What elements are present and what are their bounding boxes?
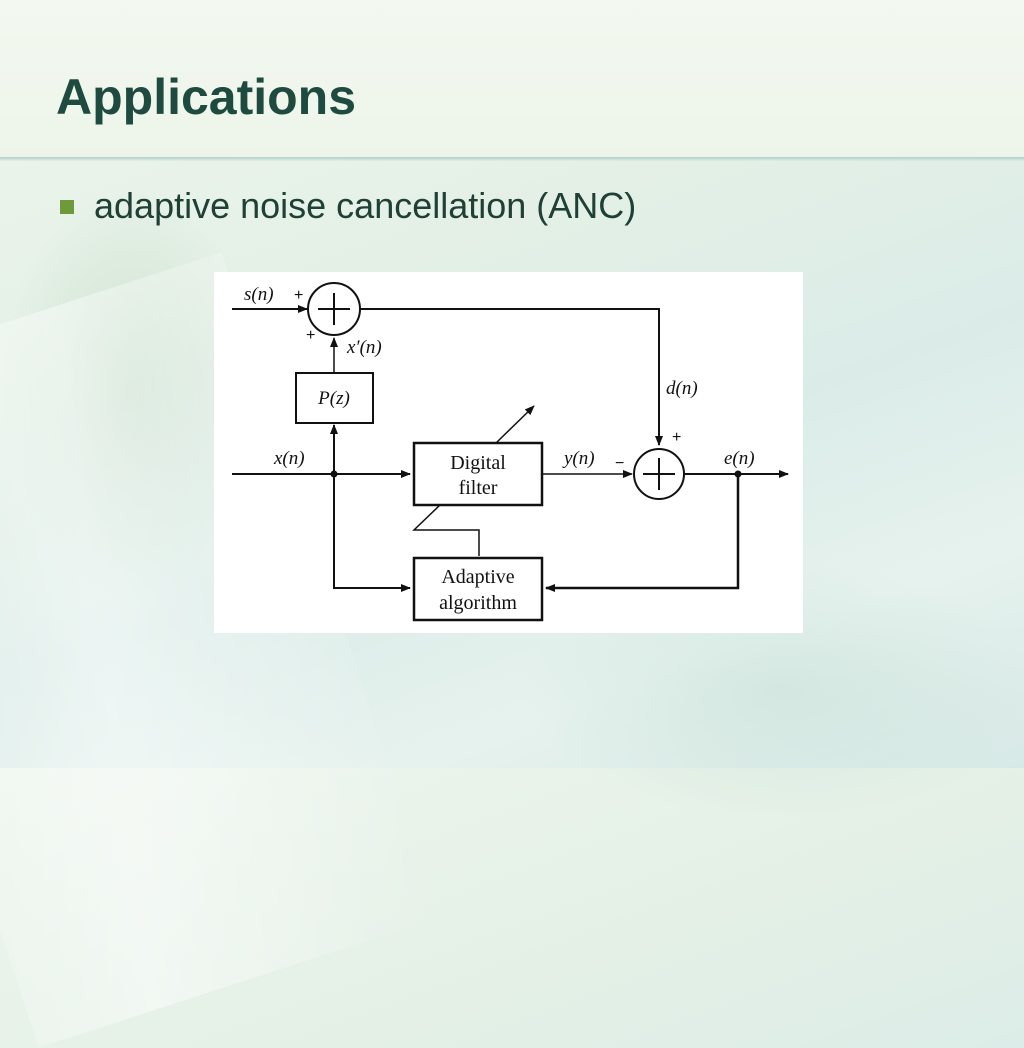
d-label: d(n) [666, 378, 698, 399]
y-label: y(n) [562, 448, 595, 469]
sum2-plus-top: + [672, 429, 681, 446]
x-label: x(n) [273, 448, 305, 469]
adaptive-algorithm-block [412, 556, 544, 622]
summer-2 [633, 448, 685, 500]
p-block-label: P(z) [317, 388, 350, 409]
digital-filter-label-1: Digital [450, 452, 506, 474]
sum1-plus-bottom: + [306, 327, 315, 344]
adaptive-control-line [412, 504, 480, 556]
d-signal-path [360, 308, 663, 446]
summer-1 [307, 282, 361, 336]
e-label: e(n) [724, 448, 755, 469]
anc-block-diagram: s(n) + + d(n) + P(z) x′(n) x(n) Digital … [214, 272, 803, 633]
adaptive-label-2: algorithm [439, 592, 517, 614]
adaptive-label-1: Adaptive [441, 566, 514, 588]
slide-title: Applications [56, 69, 357, 125]
bullet-square-icon [60, 200, 74, 214]
p-block [295, 372, 374, 424]
adaptation-arrow [495, 405, 535, 444]
x-prime-label: x′(n) [346, 337, 382, 358]
e-feedback-path [545, 474, 740, 592]
header-divider [0, 157, 1024, 161]
x-to-adaptive-path [333, 474, 411, 592]
header-band [0, 0, 1024, 158]
s-label: s(n) [244, 284, 274, 305]
anc-diagram-svg: s(n) + + d(n) + P(z) x′(n) x(n) Digital … [232, 282, 789, 622]
digital-filter-block [412, 441, 544, 507]
sum2-minus-left: − [615, 455, 624, 472]
bullet-text: adaptive noise cancellation (ANC) [94, 185, 637, 226]
sum1-plus-top: + [294, 287, 303, 304]
digital-filter-label-2: filter [459, 477, 498, 499]
